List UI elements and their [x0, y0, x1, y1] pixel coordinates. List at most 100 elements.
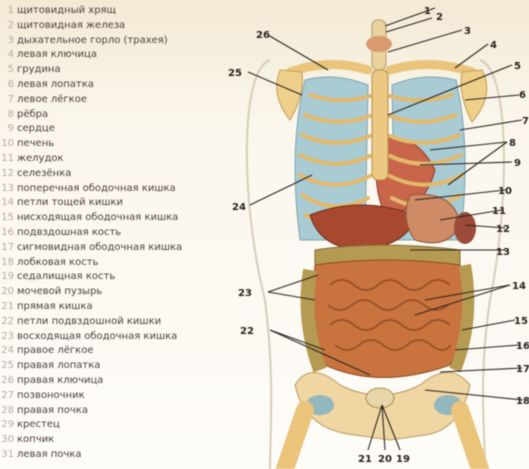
legend-label: поперечная ободочная кишка [17, 182, 232, 197]
legend-number: 29 [0, 418, 17, 433]
callout-20: 20 [378, 454, 392, 465]
legend-label: щитовидный хрящ [17, 4, 232, 19]
legend-label: селезёнка [17, 167, 232, 182]
legend-number: 18 [0, 256, 17, 271]
callout-6: 6 [519, 90, 526, 101]
legend-number: 9 [0, 122, 17, 137]
legend-number: 23 [0, 330, 17, 345]
legend-label: копчик [17, 433, 232, 448]
callout-17: 17 [516, 364, 529, 375]
legend-label: грудина [17, 63, 232, 78]
legend-number: 17 [0, 241, 17, 256]
legend-number: 11 [0, 152, 17, 167]
legend-number: 19 [0, 270, 17, 285]
callout-16: 16 [516, 341, 529, 352]
callout-19: 19 [396, 454, 410, 465]
callout-21: 21 [358, 454, 372, 465]
legend-number: 6 [0, 78, 17, 93]
callout-22: 22 [240, 326, 254, 337]
thyroid-gland [366, 36, 392, 52]
callout-4: 4 [490, 40, 497, 51]
legend-number: 8 [0, 108, 17, 123]
legend-number: 25 [0, 359, 17, 374]
callout-15: 15 [514, 316, 528, 327]
legend-number: 22 [0, 315, 17, 330]
callout-3: 3 [464, 26, 471, 37]
legend-label: щитовидная железа [17, 19, 232, 34]
anatomy-figure: 1 2 3 4 5 6 7 8 9 10 11 12 13 14 15 16 1… [210, 0, 529, 469]
legend-label: рёбра [17, 108, 232, 123]
legend-label: левая почка [17, 448, 232, 463]
legend-number: 3 [0, 34, 17, 49]
legend-label: мочевой пузырь [17, 285, 232, 300]
legend-number: 30 [0, 433, 17, 448]
legend-label: сердце [17, 122, 232, 137]
callout-13: 13 [496, 247, 510, 258]
legend-label: седалищная кость [17, 270, 232, 285]
legend-number: 27 [0, 389, 17, 404]
legend-item: 26правая ключица [0, 374, 232, 389]
legend-label: левая лопатка [17, 78, 232, 93]
legend-number: 4 [0, 48, 17, 63]
bladder [366, 388, 394, 408]
legend-number: 21 [0, 300, 17, 315]
legend-label: лобковая кость [17, 256, 232, 271]
legend-number: 14 [0, 196, 17, 211]
legend-number: 31 [0, 448, 17, 463]
femur-left [460, 410, 480, 469]
callout-14: 14 [512, 281, 526, 292]
callout-23: 23 [238, 288, 252, 299]
legend-number: 5 [0, 63, 17, 78]
legend-label: петли тощей кишки [17, 196, 232, 211]
legend-item: 4левая ключица [0, 48, 232, 63]
legend-label: правая ключица [17, 374, 232, 389]
legend-number: 26 [0, 374, 17, 389]
legend-label: правая почка [17, 404, 232, 419]
legend-label: желудок [17, 152, 232, 167]
left-scapula [461, 70, 487, 122]
left-clavicle [390, 64, 472, 72]
callout-18: 18 [516, 396, 529, 407]
legend-label: правая лопатка [17, 359, 232, 374]
legend-number: 20 [0, 285, 17, 300]
legend-number: 15 [0, 211, 17, 226]
legend-number: 16 [0, 226, 17, 241]
legend-item: 15нисходящая ободочная кишка [0, 211, 232, 226]
legend-label: позвоночник [17, 389, 232, 404]
legend-number: 12 [0, 167, 17, 182]
legend-label: дыхательное горло (трахея) [17, 34, 232, 49]
callout-7: 7 [522, 116, 529, 127]
sternum [372, 70, 388, 180]
legend-label: печень [17, 137, 232, 152]
legend-label: восходящая ободочная кишка [17, 330, 232, 345]
legend-label: крестец [17, 418, 232, 433]
femur-right [285, 410, 305, 469]
callout-26: 26 [256, 30, 270, 41]
callout-10: 10 [498, 186, 512, 197]
callout-8: 8 [509, 138, 516, 149]
legend-number: 7 [0, 93, 17, 108]
legend-item: 2щитовидная железа [0, 19, 232, 34]
callout-5: 5 [514, 61, 521, 72]
